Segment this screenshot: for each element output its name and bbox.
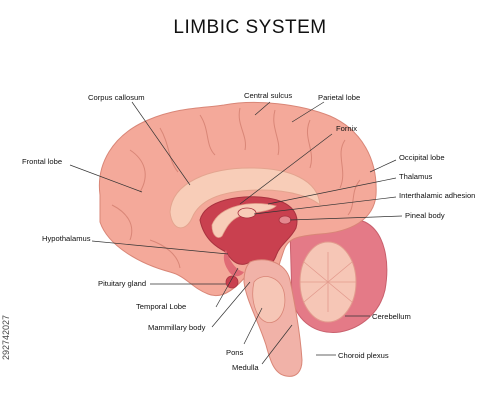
leader-temporal-lobe (215, 267, 239, 308)
gyri-lines (111, 107, 361, 269)
corpus-callosum-shape (169, 167, 321, 229)
leader-mammillary-body (211, 281, 251, 328)
pineal-body-shape (278, 215, 292, 225)
leader-medulla (261, 324, 293, 365)
leader-frontal-lobe (69, 164, 143, 193)
label-mammillary-body: Mammillary body (148, 323, 206, 332)
label-occipital-lobe: Occipital lobe (399, 153, 445, 162)
leader-thalamus (267, 177, 397, 205)
diagram-title: LIMBIC SYSTEM (173, 17, 326, 38)
labels: Corpus callosum Central sulcus Parietal … (22, 91, 475, 372)
label-frontal-lobe: Frontal lobe (22, 157, 62, 166)
leader-occipital-lobe (369, 159, 397, 173)
label-pituitary-gland: Pituitary gland (98, 279, 146, 288)
label-corpus-callosum: Corpus callosum (88, 93, 145, 102)
label-cerebellum: Cerebellum (372, 312, 411, 321)
leader-central-sulcus (254, 101, 271, 116)
leader-fornix (239, 133, 333, 205)
label-pons: Pons (226, 348, 244, 357)
leader-pineal-body (289, 215, 403, 221)
label-medulla: Medulla (232, 363, 259, 372)
label-temporal-lobe: Temporal Lobe (136, 302, 186, 311)
leader-interthalamic-adhesion (253, 196, 397, 215)
label-choroid-plexus: Choroid plexus (338, 351, 389, 360)
leader-parietal-lobe (291, 101, 325, 123)
label-hypothalamus: Hypothalamus (42, 234, 91, 243)
label-interthalamic-adhesion: Interthalamic adhesion (399, 191, 475, 200)
label-fornix: Fornix (336, 124, 357, 133)
leader-pons (243, 307, 263, 345)
label-thalamus: Thalamus (399, 172, 433, 181)
label-parietal-lobe: Parietal lobe (318, 93, 360, 102)
hypothalamus-shape (223, 250, 244, 277)
cerebellum-folia (300, 252, 356, 312)
leader-hypothalamus (91, 240, 229, 255)
interthalamic-adhesion-shape (237, 207, 257, 219)
label-pineal-body: Pineal body (405, 211, 445, 220)
leader-lines (69, 101, 403, 365)
stock-id-watermark: 292742027 (1, 315, 11, 360)
brain-illustration (98, 101, 388, 377)
label-central-sulcus: Central sulcus (244, 91, 292, 100)
pituitary-gland-shape (225, 275, 239, 289)
leader-corpus-callosum (131, 101, 191, 186)
